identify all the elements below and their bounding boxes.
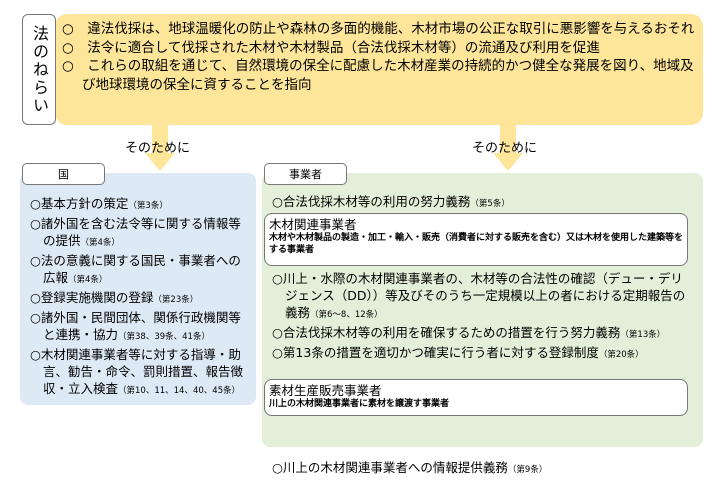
material-business-title: 素材生産販売事業者 bbox=[269, 383, 382, 398]
aim-item: ○ 違法伐採は、地球温暖化の防止や森林の多面的機能、木材市場の公正な取引に悪影響… bbox=[62, 21, 695, 37]
aim-list: ○ 違法伐採は、地球温暖化の防止や森林の多面的機能、木材市場の公正な取引に悪影響… bbox=[62, 20, 697, 94]
list-item: ○登録実施機関の登録（第23条） bbox=[30, 290, 199, 305]
down-arrow-icon bbox=[145, 125, 175, 171]
arrow-label-right: そのために bbox=[472, 141, 538, 156]
list-item: ○法の意義に関する国民・事業者への広報（第4条） bbox=[30, 253, 241, 285]
list-item: ○木材関連事業者等に対する指導・助言、勧告・命令、罰則措置、報告徴収・立入検査（… bbox=[30, 347, 244, 396]
list-item: ○川上・水際の木材関連事業者の、木材等の合法性の確認（デュー・デリジェンス（DD… bbox=[272, 271, 686, 320]
aim-label: 法のねらい bbox=[22, 14, 56, 125]
list-item: ○基本方針の策定（第3条） bbox=[30, 196, 168, 211]
arrow-label-left: そのために bbox=[125, 141, 191, 156]
wood-business-desc: 木材や木材製品の製造・加工・輸入・販売（消費者に対する販売を含む）又は木材を使用… bbox=[269, 233, 684, 255]
list-item: ○合法伐採木材等の利用を確保するための措置を行う努力義務（第13条） bbox=[272, 325, 666, 340]
wood-business-box: 木材関連事業者 木材や木材製品の製造・加工・輸入・販売（消費者に対する販売を含む… bbox=[264, 213, 688, 266]
bottom-item: ○川上の木材関連事業者への情報提供義務（第9条） bbox=[272, 460, 548, 475]
list-item: ○諸外国を含む法令等に関する情報等の提供（第4条） bbox=[30, 216, 241, 248]
wood-business-title: 木材関連事業者 bbox=[269, 217, 357, 232]
list-item: ○諸外国・民間団体、関係行政機関等と連携・協力（第38、39条、41条） bbox=[30, 310, 241, 342]
country-list: ○基本方針の策定（第3条） ○諸外国を含む法令等に関する情報等の提供（第4条） … bbox=[30, 195, 252, 400]
list-item: ○第13条の措置を適切かつ確実に行う者に対する登録制度（第20条） bbox=[272, 345, 644, 360]
aim-item: ○ これらの取組を通じて、自然環境の保全に配慮した木材産業の持続的かつ健全な発展… bbox=[62, 58, 694, 93]
business-label: 事業者 bbox=[264, 163, 347, 185]
business-item: ○合法伐採木材等の利用の努力義務（第5条） bbox=[272, 194, 510, 209]
material-business-box: 素材生産販売事業者 川上の木材関連事業者に素材を譲渡す事業者 bbox=[264, 379, 688, 416]
country-label: 国 bbox=[22, 163, 105, 185]
down-arrow-icon bbox=[493, 125, 523, 171]
country-panel bbox=[20, 173, 256, 405]
aim-box bbox=[55, 14, 703, 125]
aim-item: ○ 法令に適合して伐採された木材や木材製品（合法伐採木材等）の流通及び利用を促進 bbox=[62, 39, 600, 56]
business-list: ○川上・水際の木材関連事業者の、木材等の合法性の確認（デュー・デリジェンス（DD… bbox=[272, 270, 692, 364]
material-business-desc: 川上の木材関連事業者に素材を譲渡す事業者 bbox=[269, 399, 450, 409]
